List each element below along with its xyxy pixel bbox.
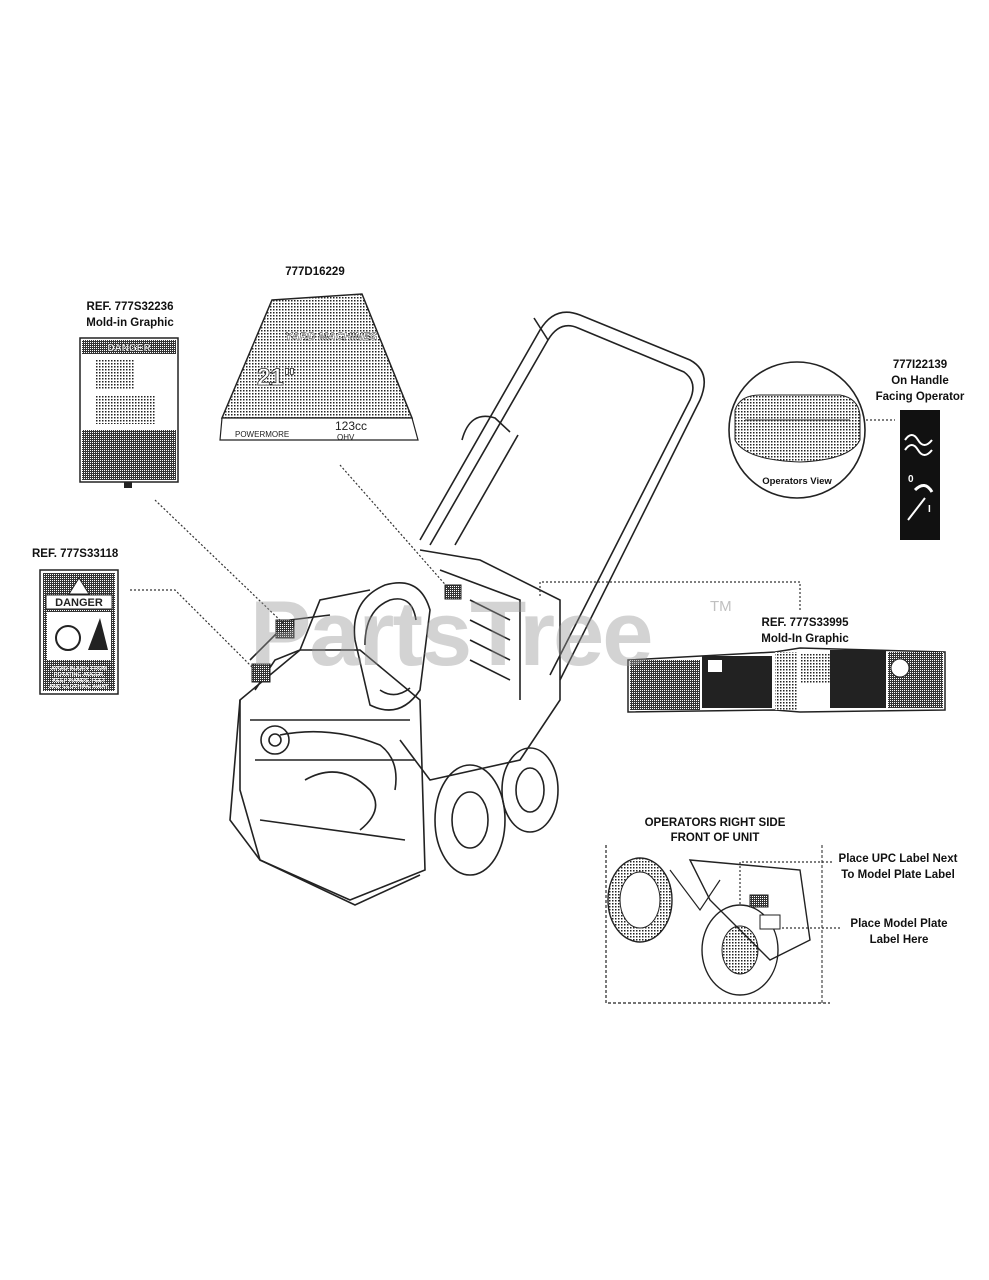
inset-title-line-1: OPERATORS RIGHT SIDE	[644, 817, 786, 829]
panel-decal-graphic	[627, 647, 946, 713]
hood-decal-size: 21"	[257, 364, 295, 391]
model-plate-line-2: Label Here	[869, 934, 929, 946]
operators-view-caption: Operators View	[762, 476, 832, 487]
inset-title-line-2: FRONT OF UNIT	[670, 832, 760, 844]
hood-decal-part-number: 777D16229	[285, 266, 345, 278]
handle-decal-part-number: 777I22139	[892, 359, 948, 371]
upc-label-line-2: To Model Plate Label	[841, 869, 955, 881]
danger-warning-line-2: ROTATING AUGER.	[54, 672, 105, 678]
upc-label-line-1: Place UPC Label Next	[838, 853, 958, 865]
handle-mark-0: 0	[908, 474, 914, 485]
danger-decal-top-graphic: DANGER	[79, 337, 179, 488]
hood-decal-cc: 123cc	[335, 419, 367, 433]
danger-decal-left-ref: REF. 777S33118	[32, 548, 119, 560]
hood-decal-ohv: OHV	[337, 433, 355, 442]
right-side-inset	[605, 845, 830, 1004]
handle-decal-line-2: Facing Operator	[875, 391, 965, 403]
danger-decal-top-ref: REF. 777S32236	[86, 301, 174, 313]
danger-decal-top-note: Mold-in Graphic	[86, 317, 174, 329]
hood-decal-graphic: YARD MACHINES 21" POWERMORE 123cc OHV	[219, 293, 419, 442]
danger-decal-top-heading: DANGER	[107, 343, 151, 354]
hood-decal-engine-brand: POWERMORE	[235, 430, 289, 439]
danger-warning-line-1: AVOID INJURY FROM	[51, 666, 108, 672]
panel-decal-ref: REF. 777S33995	[761, 617, 849, 629]
hood-decal-brand: YARD MACHINES	[285, 331, 378, 343]
watermark-trademark: TM	[710, 598, 732, 615]
danger-decal-left-graphic: DANGER AVOID INJURY FROM ROTATING AUGER.…	[39, 569, 119, 695]
danger-warning-line-4: AND CLOTHING AWAY.	[49, 684, 110, 690]
danger-warning-line-3: KEEP HANDS, FEET	[52, 678, 106, 684]
panel-decal-note: Mold-In Graphic	[761, 633, 849, 645]
handle-mark-1: I	[928, 504, 931, 515]
watermark-text: PartsTree	[250, 583, 653, 685]
decal-patch-top	[275, 619, 295, 639]
decal-patch-left	[251, 663, 271, 683]
snowblower-body	[229, 311, 706, 906]
danger-decal-left-heading: DANGER	[55, 597, 103, 609]
handle-decal-line-1: On Handle	[891, 375, 949, 387]
model-plate-line-1: Place Model Plate	[850, 918, 948, 930]
handle-decal-graphic: 0 I	[728, 361, 940, 540]
